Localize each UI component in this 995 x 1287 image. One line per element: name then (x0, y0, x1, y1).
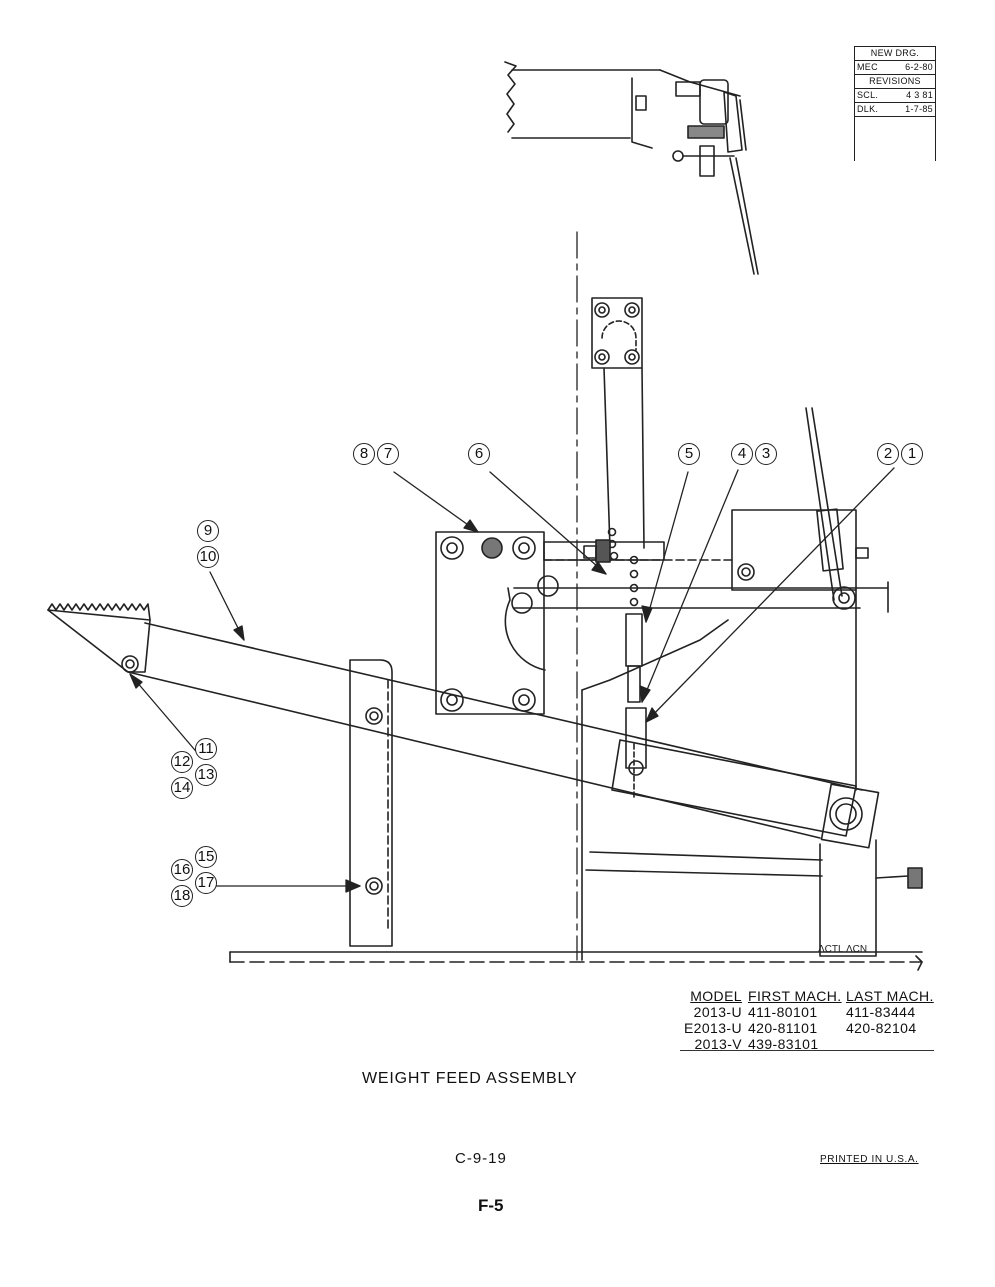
callout-15: 15 (195, 846, 217, 868)
page-code: C-9-19 (455, 1150, 507, 1167)
callout-6: 6 (468, 443, 490, 465)
callout-4: 4 (731, 443, 753, 465)
callout-14: 14 (171, 777, 193, 799)
upper-lever (805, 407, 869, 610)
new-drg-label: NEW DRG. (855, 46, 935, 61)
revisions-label: REVISIONS (855, 75, 935, 89)
first-mach-cell: 411-80101 (748, 1004, 818, 1020)
drawing-title: WEIGHT FEED ASSEMBLY (362, 1070, 578, 1087)
callout-1: 1 (901, 443, 923, 465)
table-row: 2013-U 411-80101 411-83444 (680, 1004, 946, 1020)
model-cell: 2013-U (693, 1004, 742, 1020)
floor-line (229, 951, 923, 971)
table-divider (680, 1050, 934, 1051)
model-table-header: MODEL FIRST MACH. LAST MACH. (680, 988, 946, 1004)
dlk-label: DLK. (857, 104, 879, 114)
right-support: ɅCTL ɅCN (818, 839, 923, 957)
mec-label: MEC (857, 62, 878, 72)
scl-row: SCL. 4 3 81 (855, 89, 935, 103)
svg-text:ɅCTL ɅCN: ɅCTL ɅCN (818, 944, 867, 955)
top-detail-view (504, 61, 759, 275)
chain-and-link (583, 527, 647, 769)
callout-18: 18 (171, 885, 193, 907)
printed-in-usa: PRINTED IN U.S.A. (820, 1154, 919, 1165)
foot-treadle (47, 603, 880, 849)
callout-7: 7 (377, 443, 399, 465)
model-table: MODEL FIRST MACH. LAST MACH. 2013-U 411-… (680, 988, 946, 1052)
first-mach-cell: 420-81101 (748, 1020, 818, 1036)
table-row: E2013-U 420-81101 420-82104 (680, 1020, 946, 1036)
model-cell: E2013-U (683, 1020, 742, 1036)
section-number: F-5 (478, 1196, 504, 1215)
mec-date: 6-2-80 (905, 62, 933, 72)
callout-17: 17 (195, 872, 217, 894)
hanger-bracket (591, 297, 645, 549)
callout-13: 13 (195, 764, 217, 786)
first-mach-header: FIRST MACH. (748, 988, 842, 1004)
callout-5: 5 (678, 443, 700, 465)
callout-9: 9 (197, 520, 219, 542)
vertical-stand (349, 659, 393, 947)
leader-lines (129, 467, 895, 893)
dlk-date: 1-7-85 (905, 104, 933, 114)
model-header: MODEL (690, 988, 742, 1004)
mec-row: MEC 6-2-80 (855, 61, 935, 75)
model-cell: 2013-V (694, 1036, 742, 1052)
scl-date: 4 3 81 (906, 90, 933, 100)
callout-11: 11 (195, 738, 217, 760)
callout-3: 3 (755, 443, 777, 465)
callout-8: 8 (353, 443, 375, 465)
callout-2: 2 (877, 443, 899, 465)
callout-12: 12 (171, 751, 193, 773)
last-mach-cell: 420-82104 (846, 1020, 917, 1036)
last-mach-header: LAST MACH. (846, 988, 934, 1004)
callout-10: 10 (197, 546, 219, 568)
first-mach-cell: 439-83101 (748, 1036, 819, 1052)
callout-16: 16 (171, 859, 193, 881)
table-row: 2013-V 439-83101 (680, 1036, 946, 1052)
scl-label: SCL. (857, 90, 879, 100)
revision-block: NEW DRG. MEC 6-2-80 REVISIONS SCL. 4 3 8… (854, 46, 936, 161)
dlk-row: DLK. 1-7-85 (855, 103, 935, 117)
last-mach-cell: 411-83444 (846, 1004, 916, 1020)
